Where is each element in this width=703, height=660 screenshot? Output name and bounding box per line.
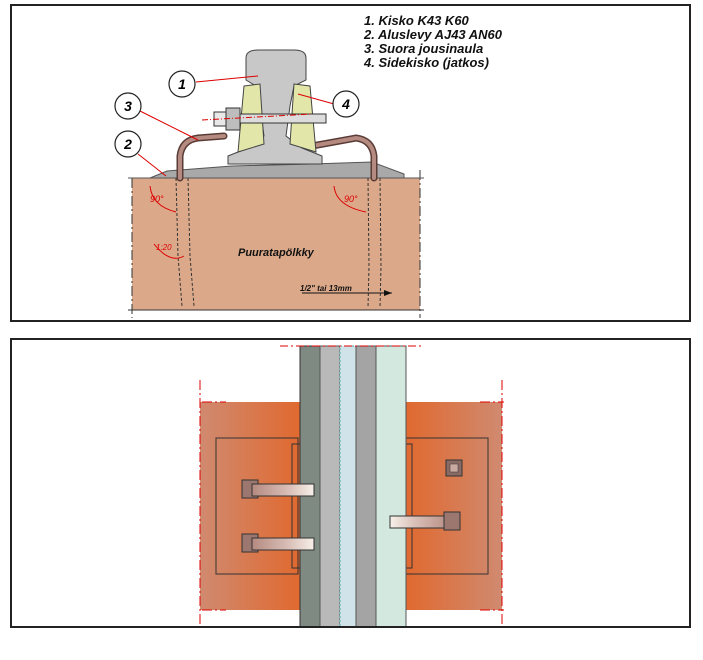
callout-4 — [332, 90, 360, 118]
bolt-axis-line — [201, 113, 313, 121]
plan-view-panel — [10, 338, 691, 628]
rail-profile — [227, 49, 323, 165]
rail-web-strip — [355, 345, 377, 626]
plan-view-drawing — [199, 345, 504, 626]
angle-right-label: 90° — [344, 194, 358, 204]
angle-right-arc — [333, 185, 367, 213]
callout-3 — [114, 92, 142, 120]
legend: 1. Kisko K43 K60 2. Aluslevy AJ43 AN60 3… — [364, 14, 502, 70]
rail-end-lines — [280, 345, 422, 347]
bolt-shank — [225, 113, 327, 124]
sleeper-label: Puuratapölkky — [238, 247, 315, 259]
rail-head-strip — [339, 345, 357, 626]
cross-section-panel: 1. Kisko K43 K60 2. Aluslevy AJ43 AN60 3… — [10, 4, 691, 322]
slope-label: 1:20 — [156, 243, 172, 252]
callout-2-label: 2 — [123, 136, 132, 152]
callout-1-label: 1 — [178, 76, 186, 92]
angle-left-arc — [149, 185, 177, 213]
spike-right — [389, 511, 461, 531]
callout-4-label: 4 — [341, 96, 350, 112]
callout-3-leader — [137, 109, 199, 141]
callout-3-label: 3 — [124, 98, 132, 114]
legend-item-rail: 1. Kisko K43 K60 — [364, 13, 469, 28]
slope-arc — [153, 243, 185, 259]
fishplate-left-strip — [319, 345, 341, 626]
sleeper-edge-lines — [199, 380, 504, 626]
callout-1 — [168, 70, 196, 98]
dimension-arrow — [384, 290, 392, 296]
legend-item-spike: 3. Suora jousinaula — [364, 41, 484, 56]
spike-holes — [175, 177, 382, 309]
callout-1-leader — [195, 75, 259, 83]
sleeper-right — [406, 402, 502, 610]
angle-left-label: 90° — [150, 194, 164, 204]
spike-hole-right — [445, 459, 463, 477]
spike-left-bottom — [241, 533, 315, 553]
fishplate-right-strip — [375, 345, 407, 626]
spike-left — [178, 134, 226, 180]
legend-item-baseplate: 2. Aluslevy AJ43 AN60 — [364, 27, 503, 42]
cross-section-drawing: 1 4 3 2 90° 90° 1:20 Puuratapölkky 1/2" … — [114, 49, 424, 318]
dimension-label: 1/2" tai 13mm — [300, 284, 352, 293]
spike-left-top — [241, 479, 315, 499]
callout-4-leader — [297, 93, 335, 105]
base-plate-left — [215, 437, 299, 575]
spike-right — [310, 135, 376, 180]
sleeper-block — [132, 178, 420, 310]
legend-item-fishplate: 4. Sidekisko (jatkos) — [364, 55, 489, 70]
sleeper-left — [200, 402, 300, 610]
callout-2-leader — [137, 153, 167, 177]
callout-2 — [114, 130, 142, 158]
